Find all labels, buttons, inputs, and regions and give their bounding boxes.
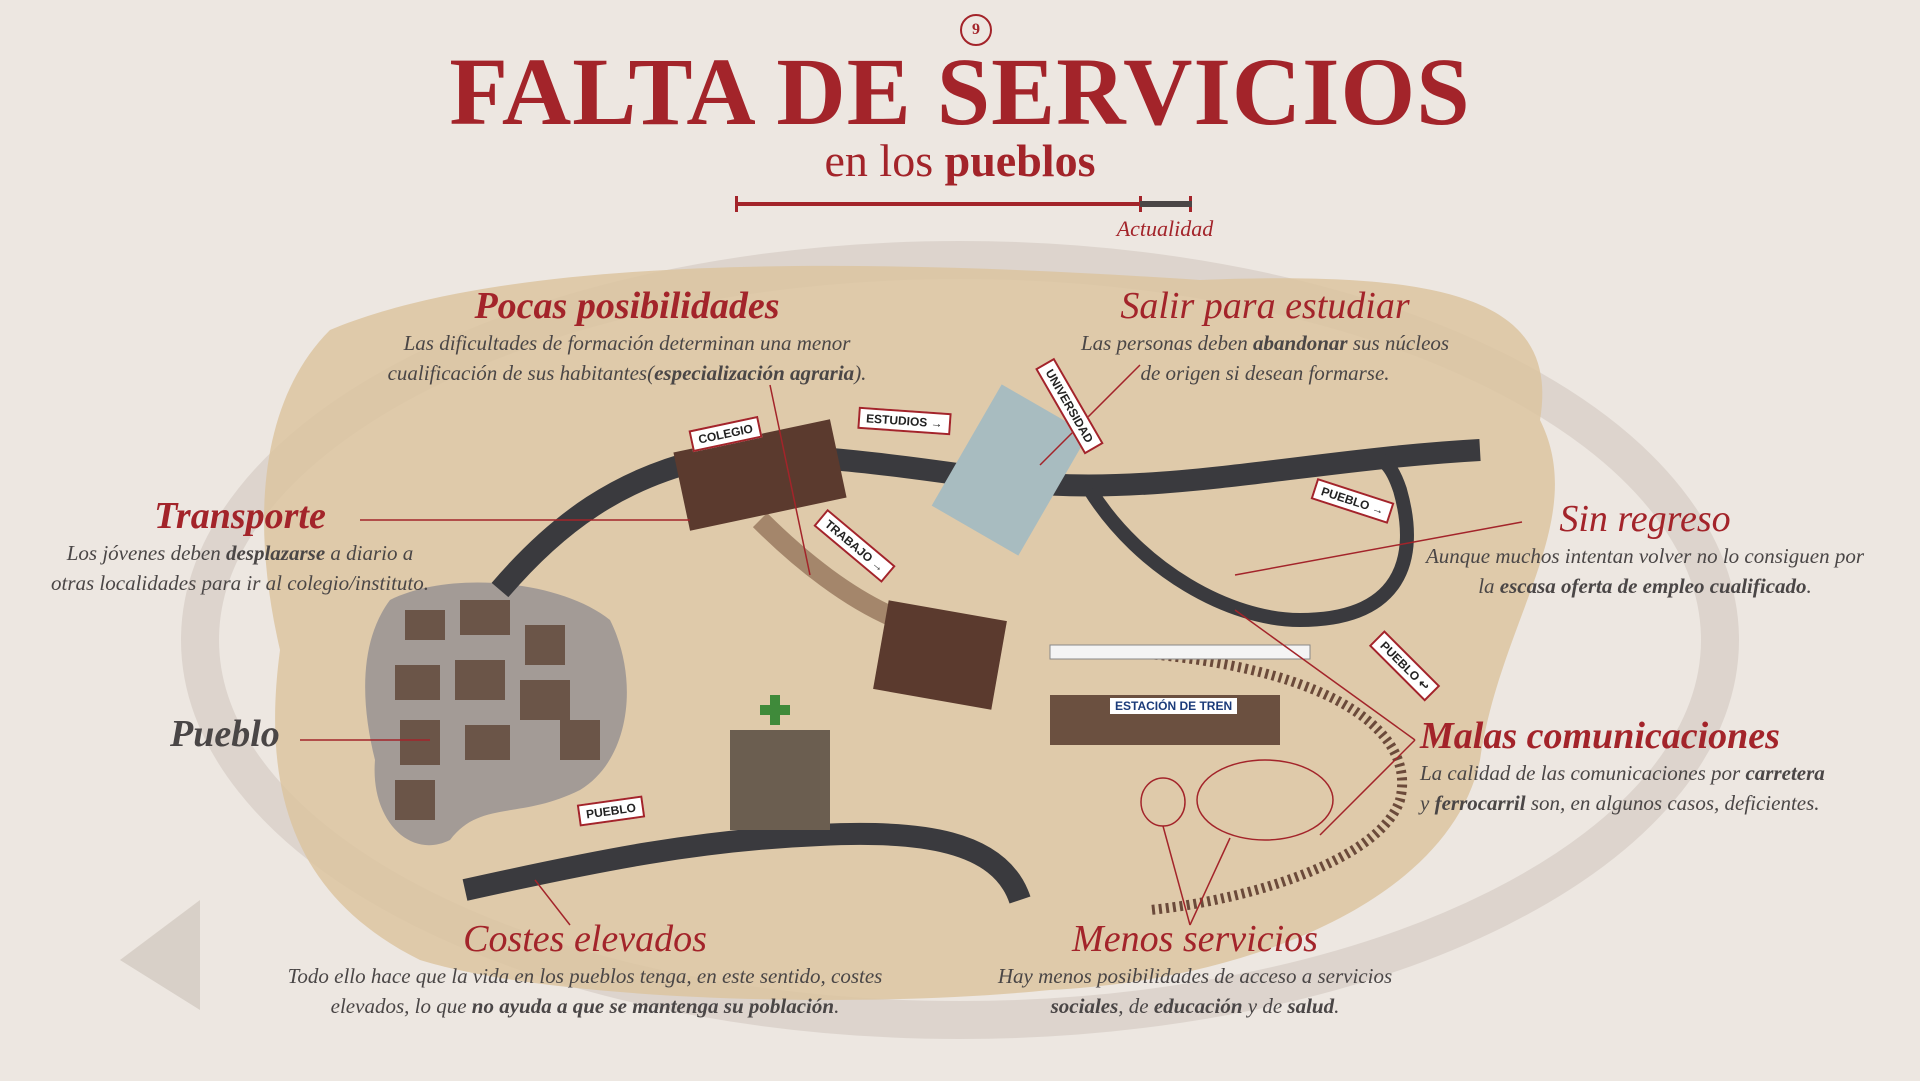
sign-estacion: ESTACIÓN DE TREN bbox=[1110, 698, 1238, 714]
section-title: Costes elevados bbox=[463, 918, 707, 960]
section-text: Hay menos posibilidades de acceso a serv… bbox=[997, 964, 1393, 988]
health-cross-icon bbox=[760, 695, 790, 725]
section-text: Las personas deben abandonar sus núcleos bbox=[1080, 331, 1450, 355]
section-text: sociales, de educación y de salud. bbox=[1050, 994, 1340, 1018]
section-malas-comunicaciones: Malas comunicaciones La calidad de las c… bbox=[1420, 714, 1860, 818]
health-center bbox=[730, 730, 830, 830]
section-text: Todo ello hace que la vida en los pueblo… bbox=[287, 964, 883, 988]
page-title: FALTA DE SERVICIOS bbox=[449, 38, 1471, 145]
section-text: otras localidades para ir al colegio/ins… bbox=[51, 571, 429, 595]
section-title: Transporte bbox=[154, 495, 326, 537]
page-number: 9 bbox=[960, 14, 992, 46]
section-text: Aunque muchos intentan volver no lo cons… bbox=[1425, 544, 1864, 568]
section-pocas-posibilidades: Pocas posibilidades Las dificultades de … bbox=[327, 284, 927, 388]
section-menos-servicios: Menos servicios Hay menos posibilidades … bbox=[985, 917, 1405, 1021]
road-loop bbox=[1084, 453, 1414, 628]
road-bottom bbox=[462, 822, 1031, 905]
section-text: y ferrocarril son, en algunos casos, def… bbox=[1420, 791, 1820, 815]
work-building bbox=[873, 600, 1007, 710]
subtitle-prefix: en los bbox=[824, 135, 945, 186]
section-text: elevados, lo que no ayuda a que se mante… bbox=[330, 994, 840, 1018]
section-text: de origen si desean formarse. bbox=[1140, 361, 1390, 385]
section-salir-para-estudiar: Salir para estudiar Las personas deben a… bbox=[1015, 284, 1515, 388]
pueblo-label: Pueblo bbox=[170, 713, 280, 755]
section-sin-regreso: Sin regreso Aunque muchos intentan volve… bbox=[1420, 497, 1870, 601]
road-top bbox=[491, 439, 1481, 598]
railway bbox=[1049, 645, 1407, 915]
subtitle-bold: pueblos bbox=[944, 135, 1096, 186]
timeline-bar bbox=[735, 196, 1192, 212]
section-text: cualificación de sus habitantes(especial… bbox=[387, 361, 867, 385]
section-text: La calidad de las comunicaciones por car… bbox=[1420, 761, 1825, 785]
section-text: la escasa oferta de empleo cualificado. bbox=[1478, 574, 1812, 598]
timeline-label: Actualidad bbox=[1116, 216, 1214, 241]
section-title: Sin regreso bbox=[1559, 498, 1731, 540]
train bbox=[1049, 644, 1311, 660]
dirt-track bbox=[752, 512, 904, 630]
town-houses bbox=[395, 600, 600, 820]
section-text: Los jóvenes deben desplazarse a diario a bbox=[66, 541, 414, 565]
section-title: Salir para estudiar bbox=[1120, 285, 1410, 327]
section-title: Pocas posibilidades bbox=[474, 285, 780, 327]
cycle-arrow-head bbox=[120, 900, 200, 1010]
leader-lines bbox=[300, 364, 1523, 926]
cycle-arrow-ring bbox=[181, 241, 1739, 1039]
services-circle-2 bbox=[1196, 759, 1334, 841]
section-transporte: Transporte Los jóvenes deben desplazarse… bbox=[30, 494, 450, 598]
university-building bbox=[931, 384, 1089, 556]
section-title: Malas comunicaciones bbox=[1420, 715, 1780, 757]
section-text: Las dificultades de formación determinan… bbox=[403, 331, 851, 355]
section-title: Menos servicios bbox=[1072, 918, 1318, 960]
section-costes-elevados: Costes elevados Todo ello hace que la vi… bbox=[265, 917, 905, 1021]
page-subtitle: en los pueblos bbox=[0, 136, 1920, 186]
